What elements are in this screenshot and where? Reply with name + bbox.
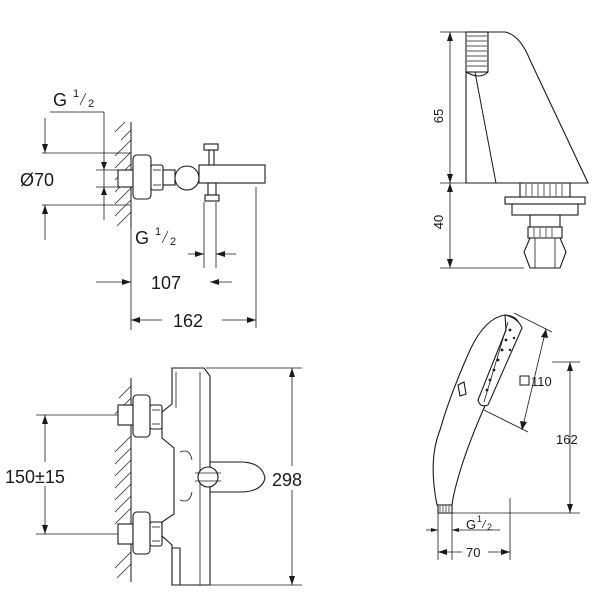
dim-298: 298	[206, 367, 320, 586]
thermostat-body	[161, 367, 266, 586]
dim-40-label: 40	[431, 215, 446, 229]
upper-connector	[117, 394, 163, 438]
thread-top-main: G	[53, 90, 67, 110]
dim-65-label: 65	[431, 109, 446, 123]
dim-70: 70	[438, 498, 511, 560]
thread-shower-den: 2	[487, 522, 492, 532]
dim-thread-bottom: G 1 2	[135, 202, 236, 268]
view-thermostat: 150±15 298	[4, 367, 320, 586]
dim-162-shower: 162	[452, 361, 580, 514]
dim-162-top-label: 162	[173, 311, 203, 331]
thread-bottom-main: G	[135, 228, 149, 248]
thread-bottom-num: 1	[155, 226, 161, 238]
thread-bottom-den: 2	[170, 236, 176, 248]
view-holder: 65 40	[431, 31, 589, 269]
dim-110: 110	[483, 312, 553, 433]
dim-150-label: 150±15	[5, 467, 65, 487]
dim-162-shower-label: 162	[556, 432, 578, 447]
thread-top-num: 1	[73, 88, 79, 100]
view-mixer-side: G 1 2 Ø70 G 1	[20, 88, 266, 331]
view-hand-shower: 110 162 G 1 2	[426, 312, 580, 560]
thread-shower-main: G	[466, 517, 476, 532]
dim-65: 65	[431, 31, 466, 184]
dim-150: 150±15	[4, 414, 118, 535]
thread-top-den: 2	[88, 98, 94, 110]
mixer-body-side	[117, 143, 266, 202]
dim-162-top: 162	[131, 187, 257, 331]
thread-shower-num: 1	[477, 514, 482, 524]
diameter-label: Ø70	[20, 170, 54, 190]
dim-70-label: 70	[466, 545, 480, 560]
hand-shower-body	[432, 314, 523, 514]
holder-cap	[465, 31, 489, 73]
lower-connector	[117, 511, 163, 555]
dim-110-label: 110	[531, 374, 552, 389]
dim-107: 107	[96, 228, 232, 330]
dim-107-label: 107	[151, 273, 181, 293]
dim-diameter: Ø70	[20, 118, 130, 240]
dim-298-label: 298	[272, 470, 302, 490]
dim-thread-top: G 1 2	[50, 88, 105, 220]
dim-40: 40	[431, 183, 524, 269]
holder-base	[504, 182, 586, 269]
